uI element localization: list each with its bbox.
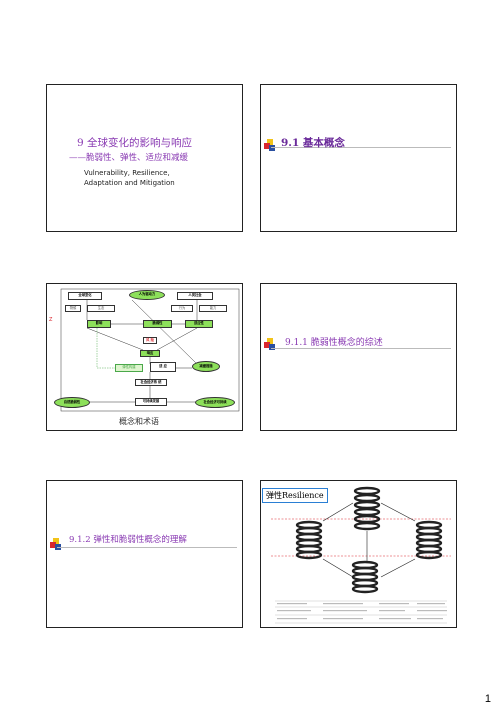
page-number: 1 — [484, 693, 491, 705]
box-response: 响应 — [140, 350, 160, 357]
slide2-square-decoration — [264, 139, 276, 151]
slide1-title: 9 全球变化的影响与响应 — [77, 137, 193, 149]
spring-right — [415, 520, 443, 560]
slide1-english-line2: Adaptation and Mitigation — [84, 179, 175, 187]
box-impact: 影响 — [87, 320, 111, 328]
box-resilience-build: 弹性构建 — [115, 364, 143, 372]
slide4-title: 9.1.1 脆弱性概念的综述 — [285, 338, 383, 348]
spring-center-top — [353, 486, 381, 531]
box-sub-3: 行为 — [171, 305, 193, 312]
box-socioeconomic-system: 社会经济系 统 — [135, 379, 167, 386]
slide3-side-mark: Z — [49, 317, 53, 323]
oval-social-sustainability: 社会经济可持续 — [195, 397, 235, 408]
box-adaptation: 适 应 — [150, 362, 176, 372]
slide4-square-decoration — [264, 338, 276, 350]
box-adaptability: 适应性 — [185, 320, 213, 328]
box-sub-4: 能力 — [199, 305, 227, 312]
slide4-rule — [271, 348, 451, 349]
box-human-society: 人类社会 — [177, 292, 213, 300]
slide-6: 弹性Resilience — [260, 480, 457, 628]
slide5-square-decoration — [50, 538, 62, 550]
slide-4: 9.1.1 脆弱性概念的综述 — [260, 283, 457, 431]
box-sustainable-development: 可持续发展 — [135, 398, 167, 406]
slide1-english-line1: Vulnerability, Resilience, — [84, 169, 170, 177]
slide-5: 9.1.2 弹性和脆弱性概念的理解 — [46, 480, 243, 628]
slide-3: Z 全球变化 人为驱动力 人类社会 物候 生态 行为 能力 影响 脆弱性 适应性 — [46, 283, 243, 431]
oval-natural-vulnerability: 自然脆弱性 — [54, 397, 90, 408]
box-global-change: 全球变化 — [68, 292, 102, 300]
spring-center-bottom — [351, 560, 379, 594]
slide-2: 9.1 基本概念 — [260, 84, 457, 232]
spring-illustration — [271, 486, 451, 624]
slide2-rule — [271, 147, 451, 148]
box-sub-1: 物候 — [65, 305, 81, 312]
oval-human-drivers: 人为驱动力 — [129, 290, 165, 300]
slide6-resilience-label: 弹性Resilience — [262, 488, 328, 503]
slide-1: 9 全球变化的影响与响应 ——脆弱性、弹性、适应和减缓 Vulnerabilit… — [46, 84, 243, 232]
slide5-title: 9.1.2 弹性和脆弱性概念的理解 — [69, 535, 187, 545]
box-risk: 风 险 — [143, 337, 157, 344]
spring-left — [295, 520, 323, 560]
slide2-title: 9.1 基本概念 — [281, 137, 345, 149]
box-vulnerability: 脆弱性 — [143, 320, 172, 328]
slide5-rule — [57, 547, 237, 548]
slide3-caption: 概念和术语 — [119, 417, 159, 426]
box-sub-2: 生态 — [87, 305, 115, 312]
oval-mitigation: 减缓措施 — [192, 361, 220, 372]
slide1-subtitle: ——脆弱性、弹性、适应和减缓 — [69, 153, 189, 163]
